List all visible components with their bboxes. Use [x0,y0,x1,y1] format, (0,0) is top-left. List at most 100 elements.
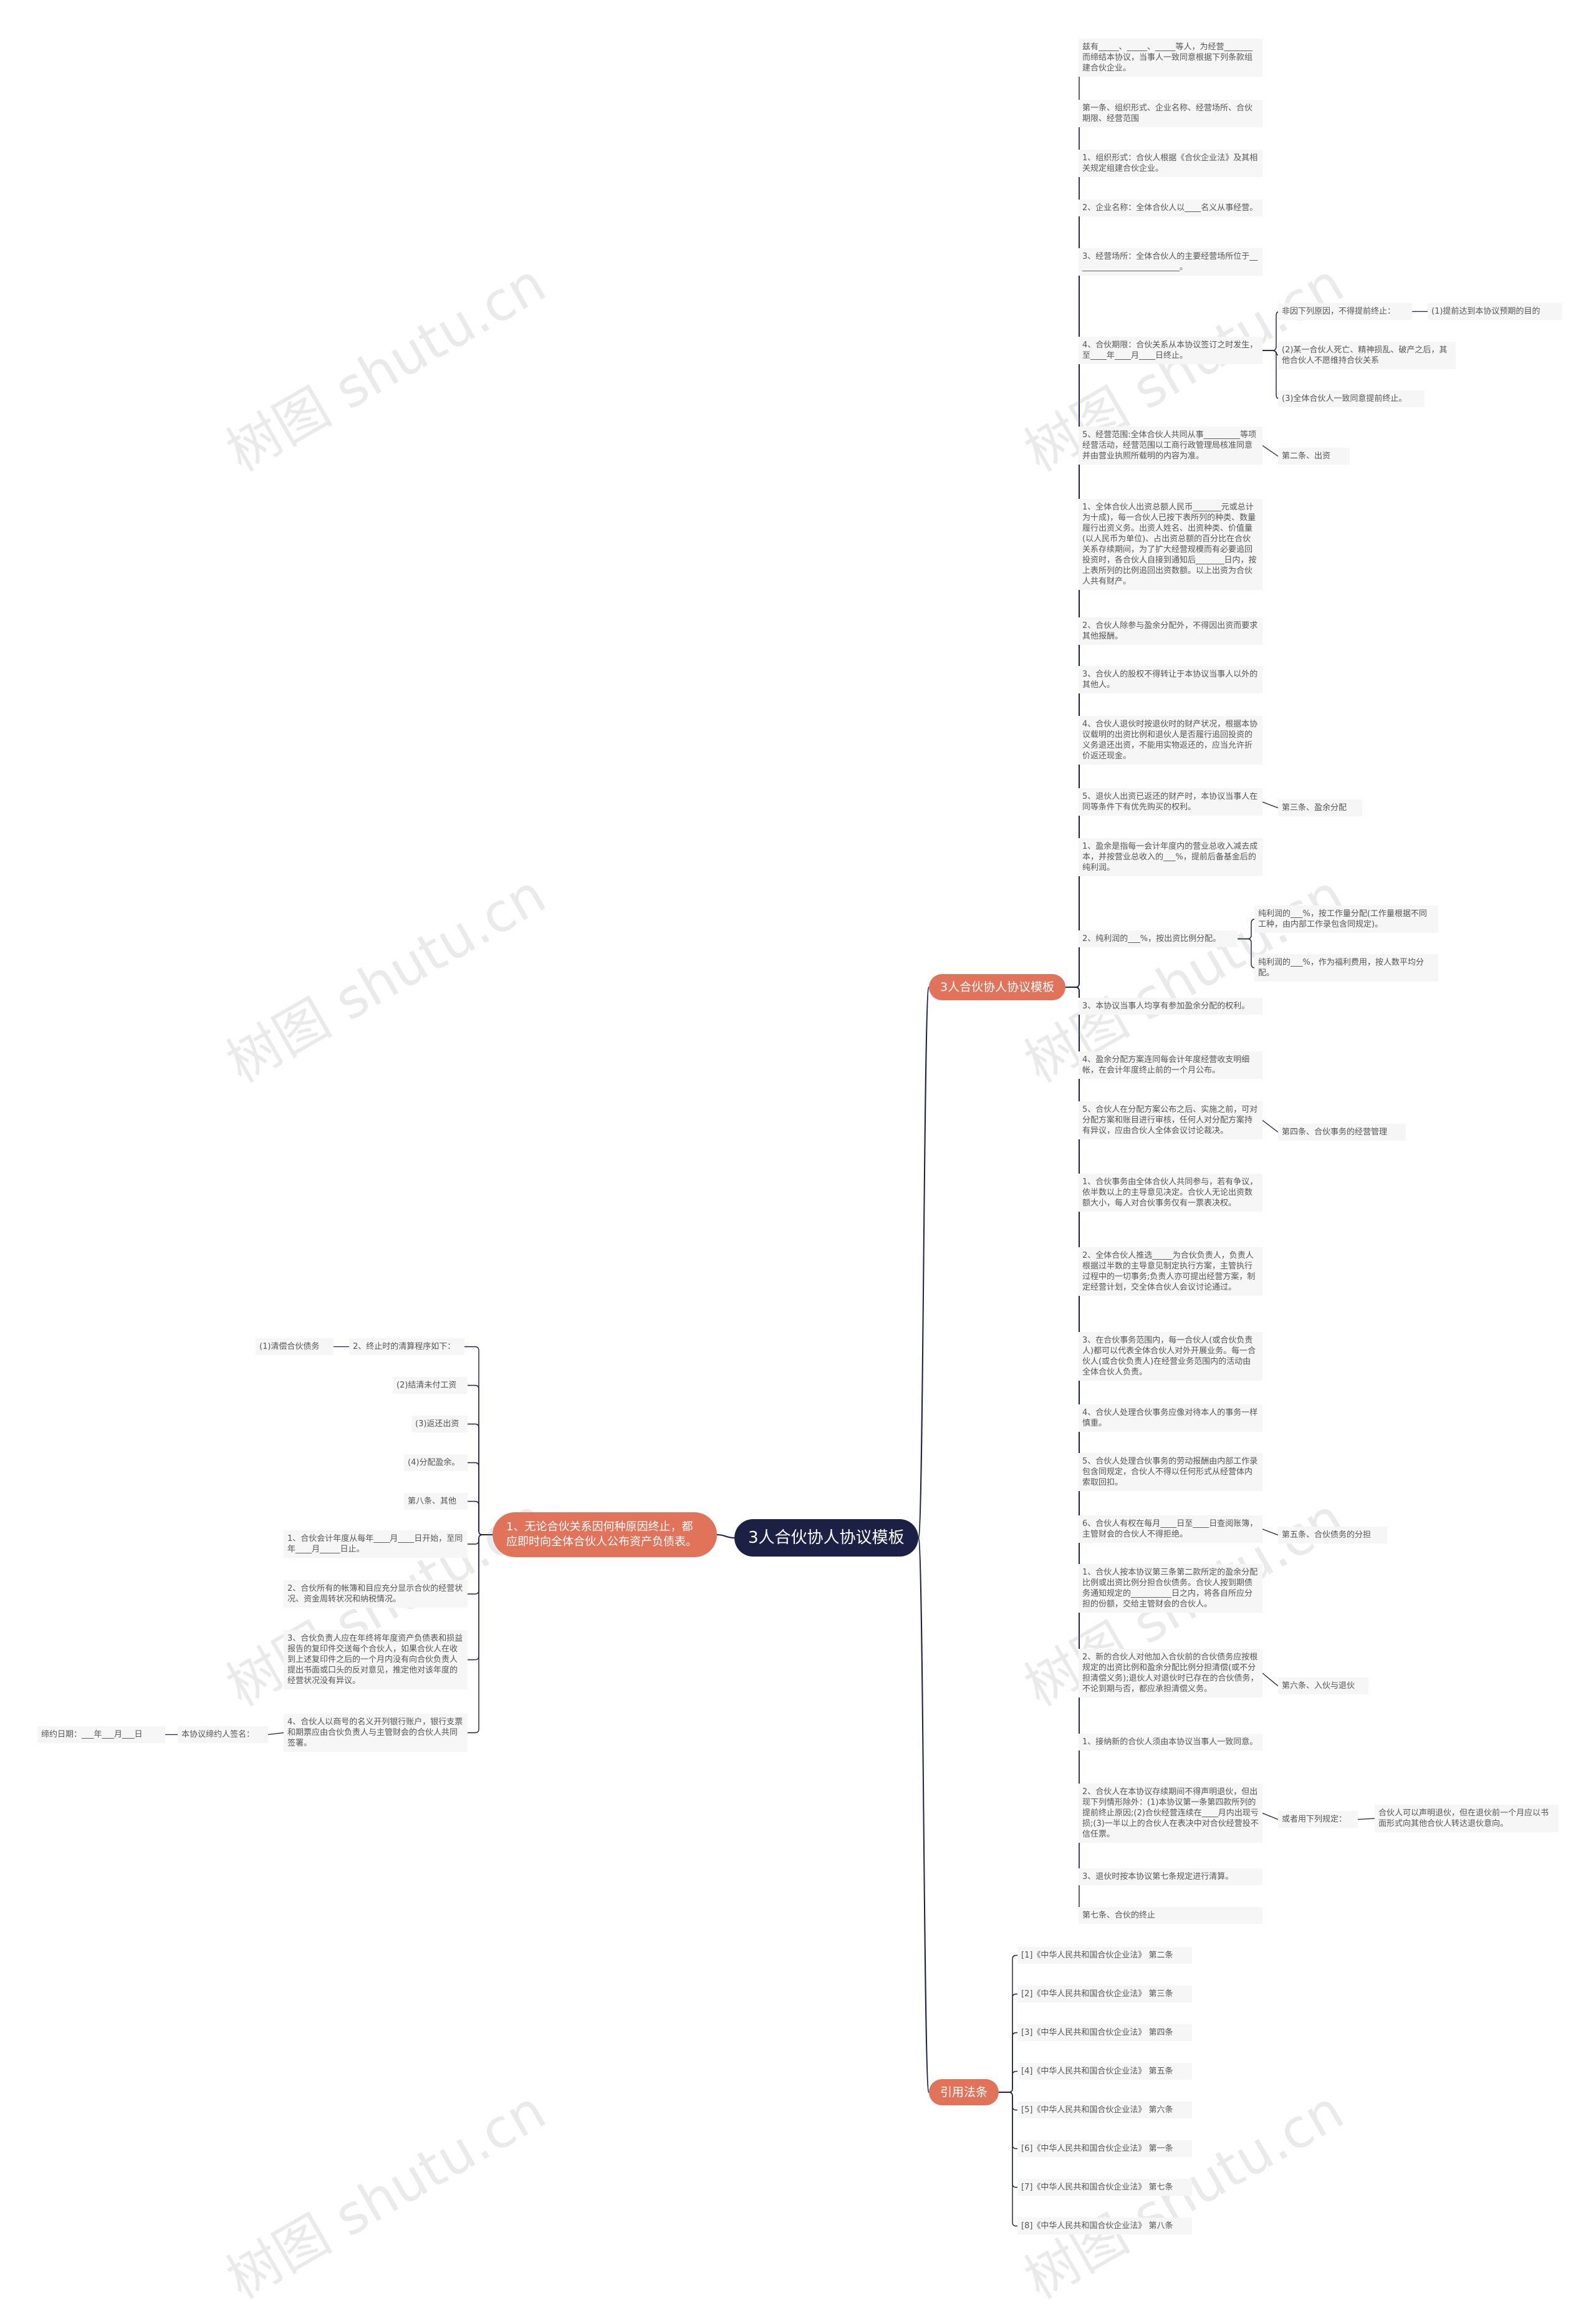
ref-item: [8]《中华人民共和国合伙企业法》 第八条 [1017,2218,1192,2234]
list-item: 2、企业名称：全体合伙人以____名义从事经营。 [1079,200,1262,216]
sub-item: 第四条、合伙事务的经营管理 [1278,1124,1406,1141]
connector-line [999,2032,1017,2093]
sub-item: 或者用下列规定： [1278,1811,1358,1828]
list-item: 3、合伙人的股权不得转让于本协议当事人以外的其他人。 [1079,666,1262,693]
connector-line [1262,1673,1279,1687]
list-item: 1、合伙会计年度从每年____月____日开始，至同年____月_____日止。 [284,1530,468,1558]
ref-item: [7]《中华人民共和国合伙企业法》 第七条 [1017,2179,1192,2196]
connector-line [999,2092,1017,2111]
connector-line [999,2092,1017,2227]
connector-line [1065,987,1084,1194]
sub-item: (2)某一合伙人死亡、精神损乱、破产之后，其他合伙人不愿维持合伙关系 [1278,342,1456,369]
list-item: 本协议缔约人签名： [178,1726,268,1743]
list-item: 缔约日期：___年___月___日 [37,1726,165,1743]
connector-line [468,1423,493,1535]
sub-item: 合伙人可以声明退伙，但在退伙前一个月应以书面形式向其他合伙人转达退伙意向。 [1375,1805,1559,1832]
list-item: 1、盈余是指每一会计年度内的营业总收入减去成本，并按营业总收入的___%，提前后… [1079,838,1262,876]
connector-line [468,1534,493,1595]
list-item: 第一条、组织形式、企业名称、经营场所、合伙期限、经营范围 [1079,100,1262,127]
list-item: 5、合伙人处理合伙事务的劳动报酬由内部工作录包含同规定，合伙人不得以任何形式从经… [1079,1453,1262,1491]
list-item: (4)分配盈余。 [404,1454,468,1471]
sub-item: 第三条、盈余分配 [1278,799,1362,816]
list-item: 3、退伙时按本协议第七条规定进行清算。 [1079,1868,1262,1885]
connector-line [1262,801,1279,809]
root-node[interactable]: 3人合伙协人协议模板 [734,1519,918,1557]
ref-item: [2]《中华人民共和国合伙企业法》 第三条 [1017,1986,1192,2002]
list-item: 4、合伙人处理合伙事务应像对待本人的事务一样慎重。 [1079,1404,1262,1432]
list-item: 2、合伙所有的帐簿和目应充分显示合伙的经营状况、资金周转状况和纳税情况。 [284,1580,468,1608]
connector-line [468,1534,493,1545]
connector-line [468,1534,493,1734]
connector-line [1262,1119,1279,1133]
connector-line [1238,919,1256,940]
list-item: 1、合伙事务由全体合伙人共同参与，若有争议，依半数以上的主导意见决定。合伙人无论… [1079,1174,1262,1212]
list-item: 2、合伙人在本协议存续期间不得声明退伙，但出现下列情形除外：(1)本协议第一条第… [1079,1784,1262,1843]
connector-line [1262,350,1281,356]
connector-line [468,1384,493,1535]
connector-line [918,1537,930,2093]
sub-item: 纯利润的___%，按工作量分配(工作量根据不同工种，由内部工作录包含同规定)。 [1254,905,1438,933]
connector-line [1262,1812,1279,1820]
branch-refs[interactable]: 引用法条 [929,2079,999,2105]
connector-line [1065,801,1084,988]
list-item: 2、纯利润的___%，按出资比例分配。 [1079,930,1238,947]
list-item: 3、合伙负责人应在年终将年度资产负债表和损益报告的复印件交送每个合伙人，如果合伙… [284,1630,468,1689]
connector-line [999,1993,1017,2093]
connector-line [468,1534,493,1661]
ref-item: [3]《中华人民共和国合伙企业法》 第四条 [1017,2024,1192,2041]
sub-item: 纯利润的___%，作为福利费用，按人数平均分配。 [1254,954,1438,982]
list-item: (2)结清未付工资 [393,1377,468,1394]
list-item: 5、经营范围:全体合伙人共同从事_________等项经营活动，经营范围以工商行… [1079,427,1262,465]
connector-line [1262,311,1281,351]
list-item: 3、在合伙事务范围内，每一合伙人(或合伙负责人)都可以代表全体合伙人对外开展业务… [1079,1332,1262,1381]
sub-item: 第二条、出资 [1278,448,1350,465]
list-item: 4、合伙人退伙时按退伙时的财产状况，根据本协议载明的出资比例和退伙人是否履行追回… [1079,716,1262,765]
list-item: 2、新的合伙人对他加入合伙前的合伙债务应按根规定的出资比例和盈余分配比例分担清偿… [1079,1649,1262,1697]
connector-line [1065,544,1084,988]
ref-item: [4]《中华人民共和国合伙企业法》 第五条 [1017,2063,1192,2080]
list-item: 第八条、其他 [404,1493,468,1510]
sub-item: 第五条、合伙债务的分担 [1278,1527,1387,1543]
list-item: 1、接纳新的合伙人须由本协议当事人一致同意。 [1079,1734,1262,1750]
list-item: (1)清偿合伙债务 [256,1338,334,1355]
branch-left[interactable]: 1、无论合伙关系因何种原因终止，都应即时向全体合伙人公布资产负债表。 [493,1512,717,1557]
list-item: 1、组织形式：合伙人根据《合伙企业法》及其相关规定组建合伙企业。 [1079,150,1262,177]
list-item: 3、本协议当事人均享有参加盈余分配的权利。 [1079,998,1262,1015]
branch-template[interactable]: 3人合伙协人协议模板 [929,974,1066,1000]
connector-line [1065,987,1084,1357]
list-item: 4、合伙人以商号的名义开列银行账户，银行支票和期票应由合伙负责人与主管财会的合伙… [284,1714,468,1752]
connector-line [1262,445,1279,457]
list-item: 4、盈余分配方案连同每会计年度经营收支明细帐，在会计年度终止前的一个月公布。 [1079,1051,1262,1079]
connector-line [1357,1818,1375,1820]
connector-line [999,2070,1017,2093]
sub-item: (3)全体合伙人一致同意提前终止。 [1278,390,1425,407]
list-item: 2、全体合伙人推选_____为合伙负责人，负责人根据过半数的主导意见制定执行方案… [1079,1247,1262,1296]
sub-item: 非因下列原因，不得提前终止： [1278,303,1412,320]
list-item: 5、合伙人在分配方案公布之后、实施之前，可对分配方案和账目进行审核，任何人对分配… [1079,1101,1262,1139]
sub-item: (1)提前达到本协议预期的目的 [1428,303,1562,320]
connector-line [999,2092,1017,2188]
connector-line [1238,938,1256,968]
list-item: 1、全体合伙人出资总额人民币_______元或总计为十成)，每一合伙人已按下表所… [1079,499,1262,590]
ref-item: [5]《中华人民共和国合伙企业法》 第六条 [1017,2102,1192,2118]
list-item: (3)返还出资 [411,1416,468,1432]
ref-item: [1]《中华人民共和国合伙企业法》 第二条 [1017,1947,1192,1964]
list-item: 6、合伙人有权在每月____日至____日查阅账簿，主管财会的合伙人不得拒绝。 [1079,1515,1262,1543]
list-item: 2、终止时的清算程序如下： [349,1338,464,1355]
connector-line [999,2092,1017,2150]
connector-line [1065,856,1084,988]
connector-line [468,1462,493,1535]
connector-line [716,1534,735,1538]
connector-line [918,987,930,1538]
list-item: 1、合伙人按本协议第三条第二款所定的盈余分配比例或出资比例分担合伙债务。合伙人按… [1079,1564,1262,1613]
ref-item: [6]《中华人民共和国合伙企业法》 第一条 [1017,2140,1192,2157]
list-item: 2、合伙人除参与盈余分配外，不得因出资而要求其他报酬。 [1079,617,1262,645]
list-item: 5、退伙人出资已返还的财产时，本协议当事人在同等条件下有优先购买的权利。 [1079,788,1262,816]
connector-line [1262,1528,1279,1536]
list-item: 第七条、合伙的终止 [1079,1907,1262,1924]
connector-line [267,1732,284,1736]
connector-line [468,1500,493,1535]
connector-line [1262,350,1281,400]
list-item: 4、合伙期限：合伙关系从本协议签订之时发生，至____年____月____日终止… [1079,337,1262,364]
sub-item: 第六条、入伙与退伙 [1278,1678,1368,1694]
